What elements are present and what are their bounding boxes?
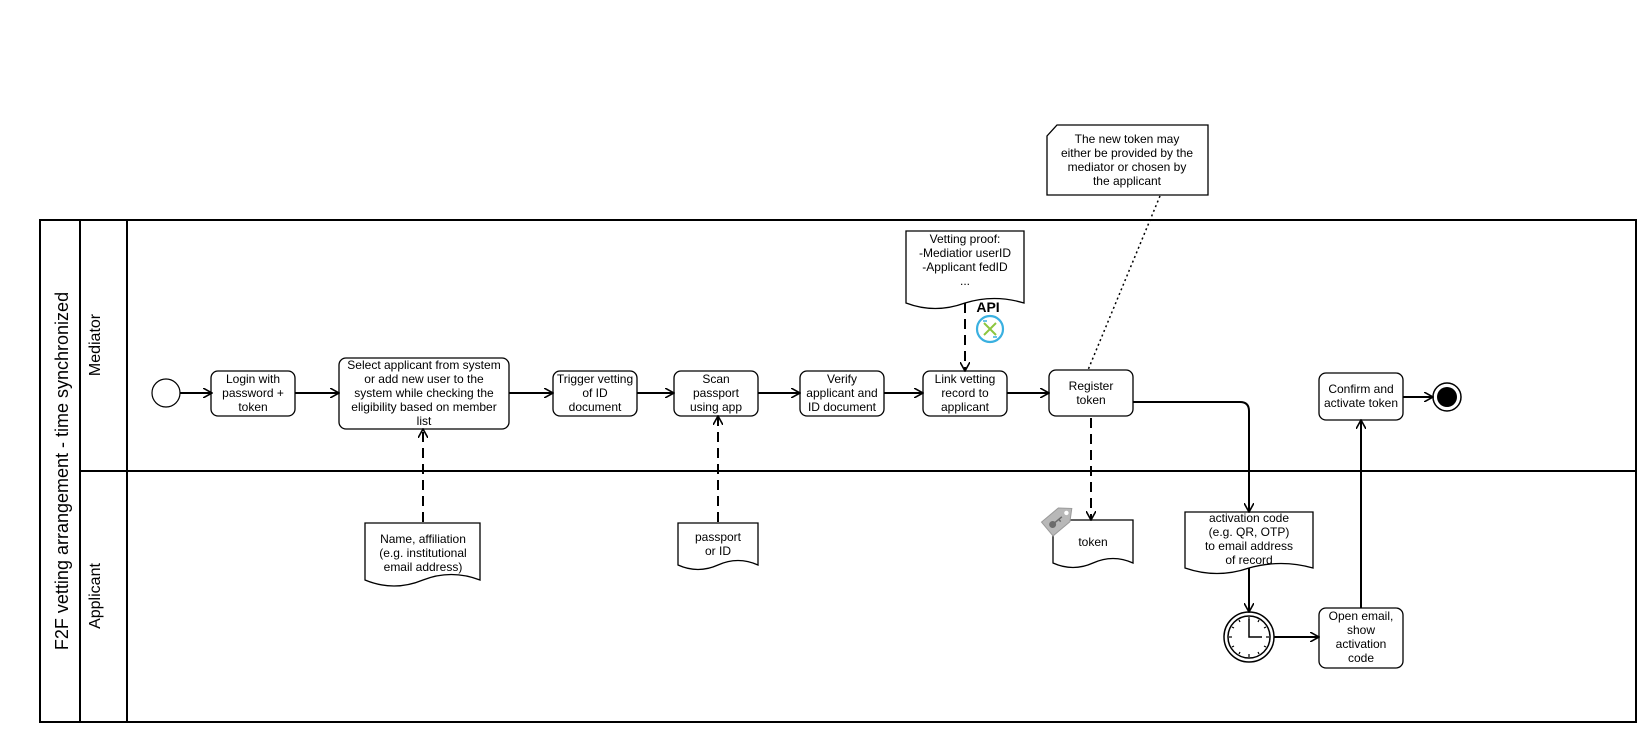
label-line: document [569,400,622,414]
doc-activation-code: activation code(e.g. QR, OTP)to email ad… [1184,511,1314,575]
lane-label-mediator: Mediator [87,313,104,376]
label-line: token [1078,535,1107,549]
data-associations [423,303,1091,522]
label-line: or ID [705,544,731,558]
label-line: of record [1225,553,1272,567]
label-line: system while checking the [354,386,494,400]
label-line: record to [941,386,989,400]
label-line: token [238,400,267,414]
label-line: list [417,414,432,428]
label-line: passport [693,386,740,400]
label-line: email address) [384,560,463,574]
label-line: applicant and [806,386,877,400]
end-event-icon[interactable] [1432,382,1462,412]
label-line: of ID [582,386,608,400]
sequence-flows [180,393,1432,637]
label-line: mediator or chosen by [1068,160,1187,174]
doc-vetting-proof: Vetting proof:-Mediatior userID-Applican… [905,230,1025,310]
label-line: passport [695,530,742,544]
label-line: Scan [702,372,729,386]
label-line: (e.g. QR, OTP) [1209,525,1290,539]
api-connector-icon [975,314,1005,344]
label-line: Name, affiliation [380,532,466,546]
label-line: either be provided by the [1061,146,1193,160]
label-line: Register [1069,379,1114,393]
pool-title: F2F vetting arrangement - time synchroni… [52,292,72,650]
lane-label-applicant: Applicant [87,563,104,629]
label-line: code [1348,651,1374,665]
label-line: activate token [1324,396,1398,410]
label-line: -Applicant fedID [922,260,1008,274]
label-line: Login with [226,372,280,386]
doc-name-affiliation: Name, affiliation(e.g. institutionalemai… [364,522,481,587]
label-line: Trigger vetting [557,372,633,386]
label-line: Select applicant from system [347,358,500,372]
label-line: The new token may [1075,132,1180,146]
api-label: API [976,299,999,315]
label-line: Vetting proof: [930,232,1001,246]
label-line: (e.g. institutional [379,546,466,560]
label-line: Verify [827,372,857,386]
label-line: eligibility based on member [351,400,496,414]
label-line: the applicant [1093,174,1162,188]
label-line: using app [690,400,742,414]
label-line: password + [222,386,284,400]
label-line: token [1076,393,1105,407]
label-line: ID document [808,400,877,414]
start-event-icon[interactable] [151,378,181,408]
label-line: or add new user to the [364,372,484,386]
annotation-association [1087,195,1161,371]
label-line: to email address [1205,539,1293,553]
label-line: activation code [1209,511,1289,525]
label-line: Link vetting [935,372,996,386]
label-line: Confirm and [1328,382,1393,396]
doc-token: token [1052,519,1134,569]
label-line: Open email, [1329,609,1394,623]
label-line: activation [1336,637,1387,651]
clock-icon[interactable] [1223,611,1275,663]
label-line: applicant [941,400,990,414]
label-line: show [1347,623,1375,637]
key-tag-icon [1040,507,1073,537]
label-line: -Mediatior userID [919,246,1011,260]
label-line: ... [960,274,970,288]
